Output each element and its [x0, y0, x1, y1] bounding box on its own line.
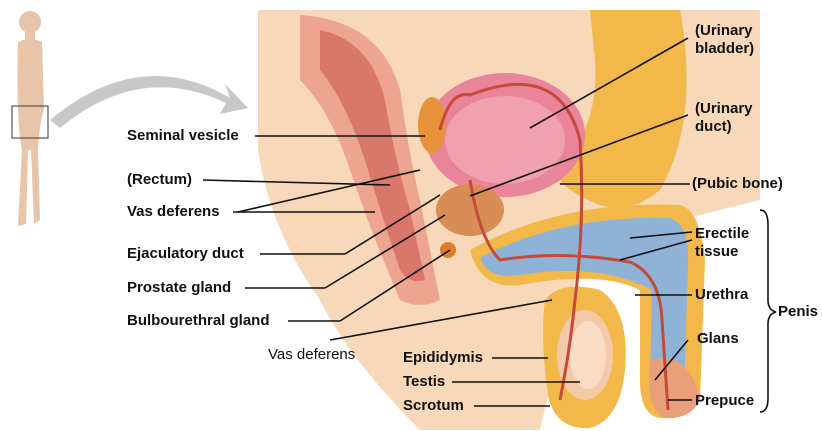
label-prostate-gland: Prostate gland: [127, 279, 231, 297]
label-scrotum: Scrotum: [403, 397, 464, 415]
label-vas-deferens-upper: Vas deferens: [127, 203, 220, 221]
penis-brace: [760, 210, 776, 412]
label-epididymis: Epididymis: [403, 349, 483, 367]
label-testis: Testis: [403, 373, 445, 391]
label-urinary-bladder-line1: (Urinary: [695, 22, 754, 40]
label-urinary-bladder-line2: bladder): [695, 40, 754, 58]
label-urethra: Urethra: [695, 286, 748, 304]
bladder-lining: [445, 96, 565, 184]
label-rectum: (Rectum): [127, 171, 192, 189]
label-prepuce: Prepuce: [695, 392, 754, 410]
label-urinary-bladder: (Urinary bladder): [695, 22, 754, 58]
pointer-arrow: [50, 76, 248, 128]
label-seminal-vesicle: Seminal vesicle: [127, 127, 239, 145]
label-erectile-tissue-line1: Erectile: [695, 225, 749, 243]
human-figure-icon: [12, 11, 48, 226]
label-urinary-duct-line1: (Urinary: [695, 100, 753, 118]
label-erectile-tissue: Erectile tissue: [695, 225, 749, 261]
label-urinary-duct: (Urinary duct): [695, 100, 753, 136]
label-urinary-duct-line2: duct): [695, 118, 753, 136]
label-bulbourethral-gland: Bulbourethral gland: [127, 312, 270, 330]
label-erectile-tissue-line2: tissue: [695, 243, 749, 261]
label-vas-deferens-lower: Vas deferens: [268, 346, 355, 364]
label-glans: Glans: [697, 330, 739, 348]
label-penis: Penis: [778, 303, 818, 321]
testis-inner: [570, 321, 606, 389]
label-ejaculatory-duct: Ejaculatory duct: [127, 245, 244, 263]
prostate-shape: [436, 184, 504, 236]
label-pubic-bone: (Pubic bone): [692, 175, 783, 193]
